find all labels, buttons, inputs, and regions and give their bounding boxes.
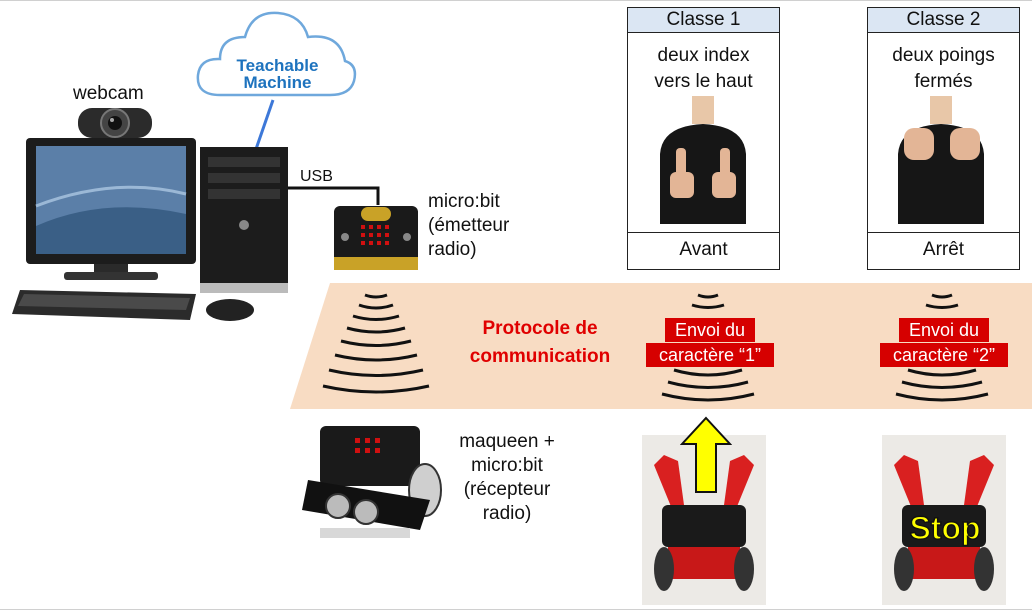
robot-forward-photo [642,435,766,605]
frame-bottom-line [0,609,1032,610]
frame-top-line [0,0,1032,1]
receiver-label-line-2: micro:bit [471,455,543,476]
class1-desc-line-2: vers le haut [654,71,753,92]
class1-title: Classe 1 [628,8,779,33]
keyboard-icon [12,290,196,320]
class2-desc-line-2: fermés [914,71,973,92]
protocol-line-2: communication [469,346,611,367]
class1-action: Avant [628,232,779,269]
receiver-label: maqueen + micro:bit (récepteur radio) [448,430,566,526]
class2-action: Arrêt [868,232,1019,269]
usb-label: USB [300,168,333,185]
maqueen-robot-icon [302,426,442,538]
microbit-emitter-icon [334,206,418,270]
emitter-label-line-3: radio) [428,239,477,260]
class2-message-line-2: caractère “2” [880,343,1008,367]
radio-waves-class1 [661,293,755,402]
emitter-label: micro:bit (émetteur radio) [428,190,509,262]
receiver-label-line-1: maqueen + [459,431,555,452]
receiver-label-line-4: radio) [482,503,532,524]
radio-waves-class2 [895,293,989,402]
class1-message-line-1: Envoi du [665,318,755,342]
webcam-label: webcam [73,83,144,104]
class2-gesture-photo [878,96,1004,224]
radio-waves-emitter [322,293,430,394]
class1-desc-line-1: deux index [657,45,750,66]
cloud-title-line-1: Teachable [236,56,319,75]
forward-arrow-icon [680,416,732,493]
protocol-line-1: Protocole de [482,318,598,339]
receiver-label-line-3: (récepteur [463,479,551,500]
class1-gesture-photo [640,96,766,224]
cloud-icon [196,11,357,97]
class1-description: deux index vers le haut [628,43,779,95]
robot-stop-photo [882,435,1006,605]
class2-desc-line-1: deux poings [892,45,995,66]
monitor-icon [26,138,196,280]
cloud-title-line-2: Machine [243,73,312,92]
class1-message-line-2: caractère “1” [646,343,774,367]
mouse-icon [206,299,254,321]
stop-label: Stop [909,509,982,547]
protocol-label: Protocole de communication [440,315,640,371]
emitter-label-line-1: micro:bit [428,191,500,212]
cloud-title: Teachable Machine [215,57,340,91]
class2-description: deux poings fermés [868,43,1019,95]
class2-title: Classe 2 [868,8,1019,33]
class2-message-line-1: Envoi du [899,318,989,342]
emitter-label-line-2: (émetteur [428,215,510,236]
computer-tower-icon [200,147,288,293]
